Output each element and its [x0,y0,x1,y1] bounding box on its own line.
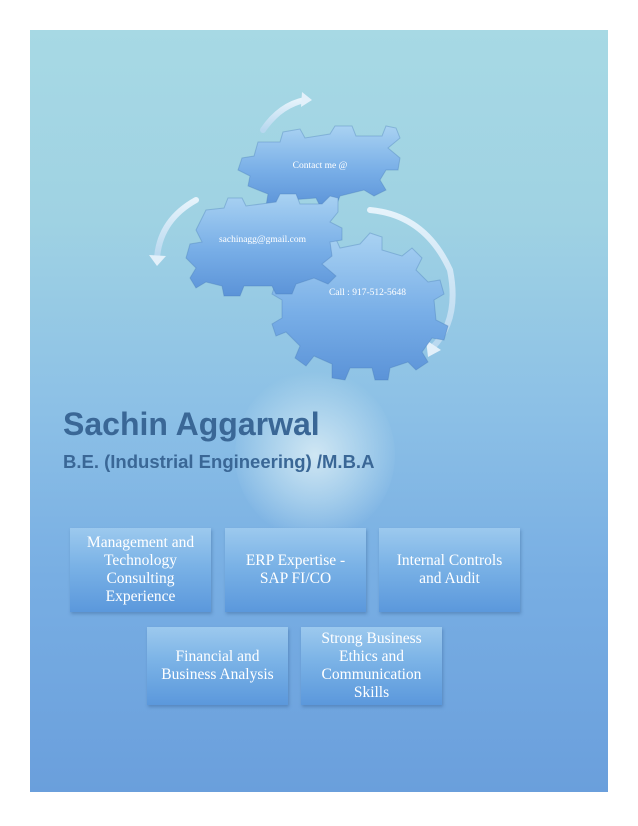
skill-box-erp: ERP Expertise - SAP FI/CO [225,528,366,612]
candidate-degree: B.E. (Industrial Engineering) /M.B.A [63,451,375,472]
arrow-head-icon [149,92,441,357]
skill-box-consulting: Management and Technology Consulting Exp… [70,528,211,612]
gear-icon [185,193,343,297]
gear-icon [237,125,401,209]
contact-gear-diagram [149,92,456,381]
skill-box-ethics: Strong Business Ethics and Communication… [301,627,442,705]
contact-heading: Contact me @ [292,161,348,171]
phone-number[interactable]: Call : 917-512-5648 [328,288,407,298]
email-address[interactable]: sachinagg@gmail.com [218,235,307,245]
skill-box-controls: Internal Controls and Audit [379,528,520,612]
candidate-name: Sachin Aggarwal [63,406,320,442]
resume-cover-page: Contact me @ sachinagg@gmail.com Call : … [30,30,608,792]
background-glow [235,370,395,540]
skill-box-analysis: Financial and Business Analysis [147,627,288,705]
